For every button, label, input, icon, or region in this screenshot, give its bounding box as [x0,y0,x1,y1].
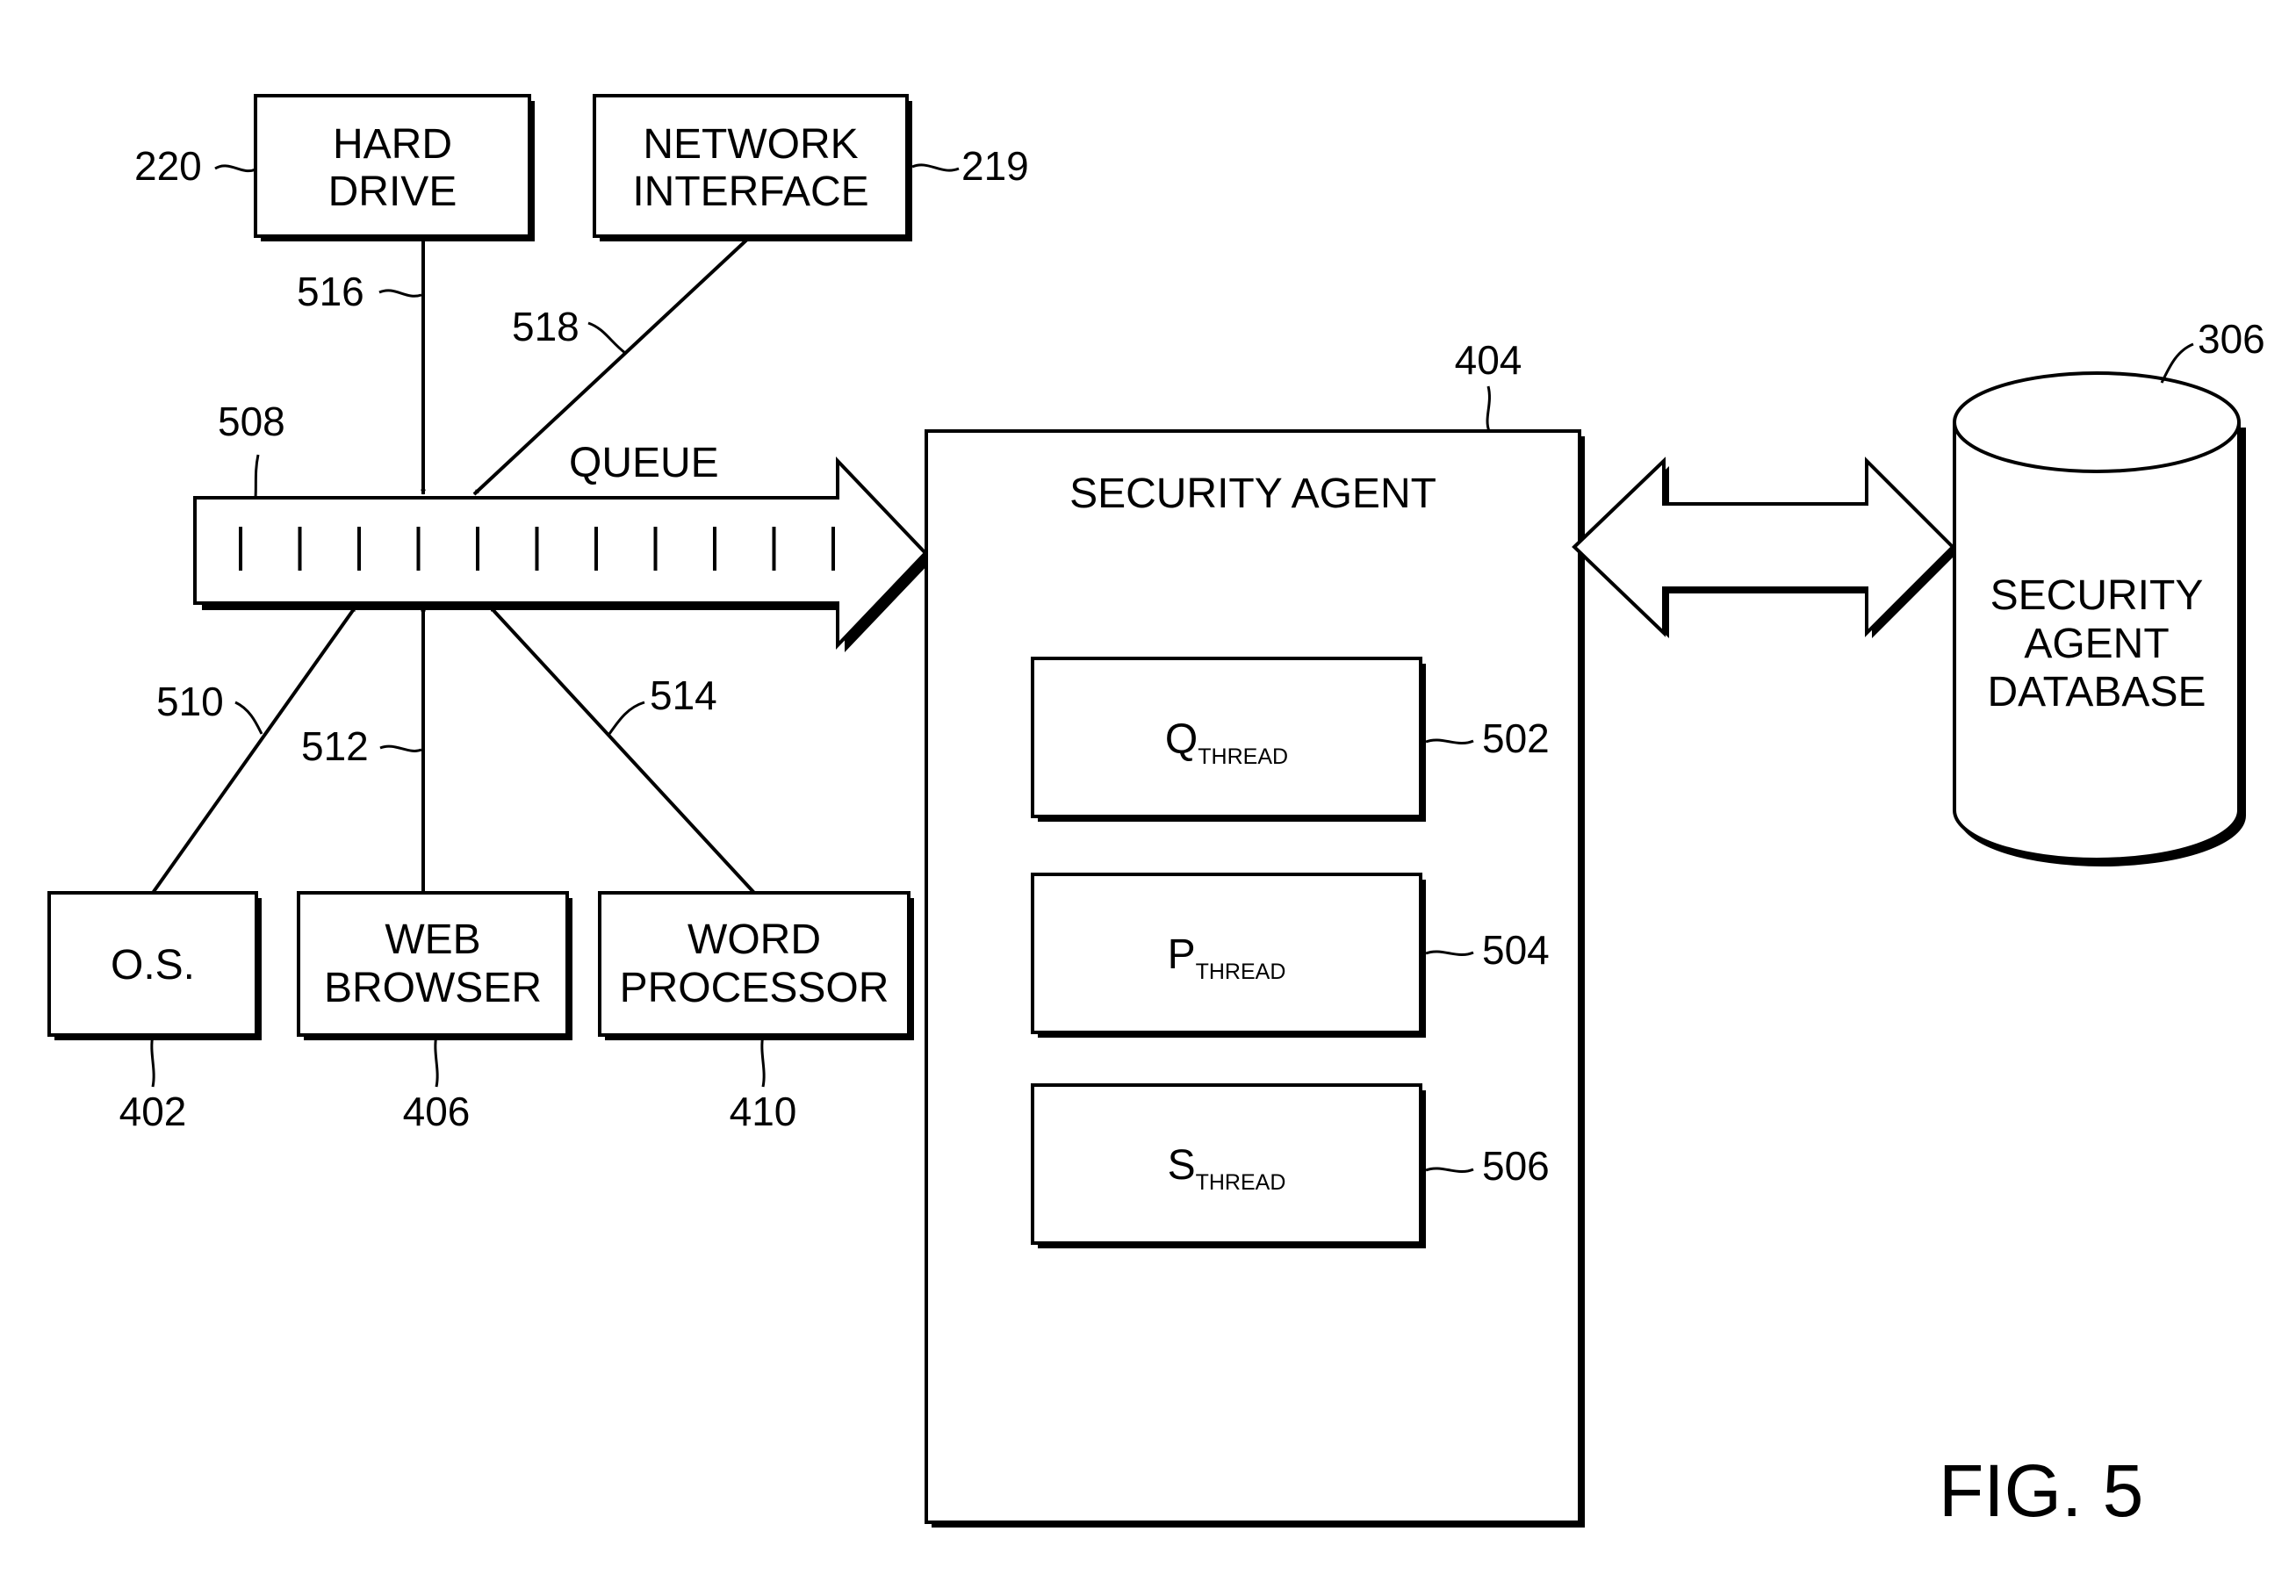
arrow-516-ref: 516 [297,269,364,314]
arrow-518-ref: 518 [512,304,579,349]
thread-s-letter: S [1168,1142,1196,1189]
thread-s-block: STHREAD [1033,1085,1426,1248]
queue-arrow [195,461,932,652]
thread-p-block: PTHREAD [1033,874,1426,1038]
network-interface-label-line1: NETWORK [643,121,858,168]
web-browser-block: WEB BROWSER [299,893,572,1040]
figure-label: FIG. 5 [1939,1449,2143,1532]
arrow-514-ref: 514 [650,672,717,718]
network-interface-block: NETWORK INTERFACE [594,96,912,241]
thread-q-letter: Q [1165,716,1198,763]
word-processor-ref: 410 [730,1089,797,1134]
database-label-line3: DATABASE [1988,669,2206,715]
database-cylinder: SECURITY AGENT DATABASE [1954,373,2244,865]
web-browser-label-line1: WEB [385,917,480,963]
arrow-word-to-queue [490,607,754,893]
hard-drive-label-line1: HARD [333,121,452,168]
network-interface-leader [912,165,959,170]
word-processor-label-line1: WORD [687,917,821,963]
database-leader [2162,344,2193,383]
web-browser-label-line2: BROWSER [324,965,542,1011]
database-label-line1: SECURITY [1990,572,2204,619]
arrow-510-leader [235,702,262,734]
arrow-510-ref: 510 [156,679,224,724]
os-ref: 402 [119,1089,187,1134]
security-agent-label: SECURITY AGENT [1069,471,1436,517]
thread-p-letter: P [1168,931,1196,978]
queue-leader [256,455,258,498]
thread-q-subscript: THREAD [1198,744,1288,769]
security-agent-leader [1487,386,1489,431]
security-agent-ref: 404 [1455,337,1522,383]
arrow-514-leader [609,702,644,734]
thread-s-subscript: THREAD [1196,1170,1286,1195]
word-processor-label-line2: PROCESSOR [620,965,889,1011]
thread-p-ref: 504 [1482,927,1550,973]
arrow-512-ref: 512 [301,723,369,769]
hard-drive-ref: 220 [134,143,202,189]
thread-p-subscript: THREAD [1196,960,1286,984]
thread-q-block: QTHREAD [1033,658,1426,822]
hard-drive-label-line2: DRIVE [328,169,457,215]
database-ref: 306 [2198,316,2265,362]
web-browser-leader [435,1035,437,1087]
bidirectional-arrow [1574,461,1958,638]
network-interface-label-line2: INTERFACE [632,169,868,215]
queue-ref: 508 [218,399,285,444]
arrow-512-leader [380,746,421,751]
web-browser-ref: 406 [403,1089,471,1134]
network-interface-ref: 219 [961,143,1029,189]
hard-drive-leader [215,166,256,171]
arrow-516-leader [379,291,421,296]
os-leader [152,1035,154,1087]
arrow-518-leader [588,323,625,353]
thread-s-ref: 506 [1482,1143,1550,1189]
database-label-line2: AGENT [2024,621,2169,667]
word-processor-block: WORD PROCESSOR [600,893,914,1040]
word-processor-leader [762,1035,764,1087]
os-block: O.S. [49,893,262,1040]
thread-q-ref: 502 [1482,715,1550,761]
hard-drive-block: HARD DRIVE [256,96,535,241]
queue-label: QUEUE [569,440,719,486]
os-label: O.S. [111,942,195,989]
